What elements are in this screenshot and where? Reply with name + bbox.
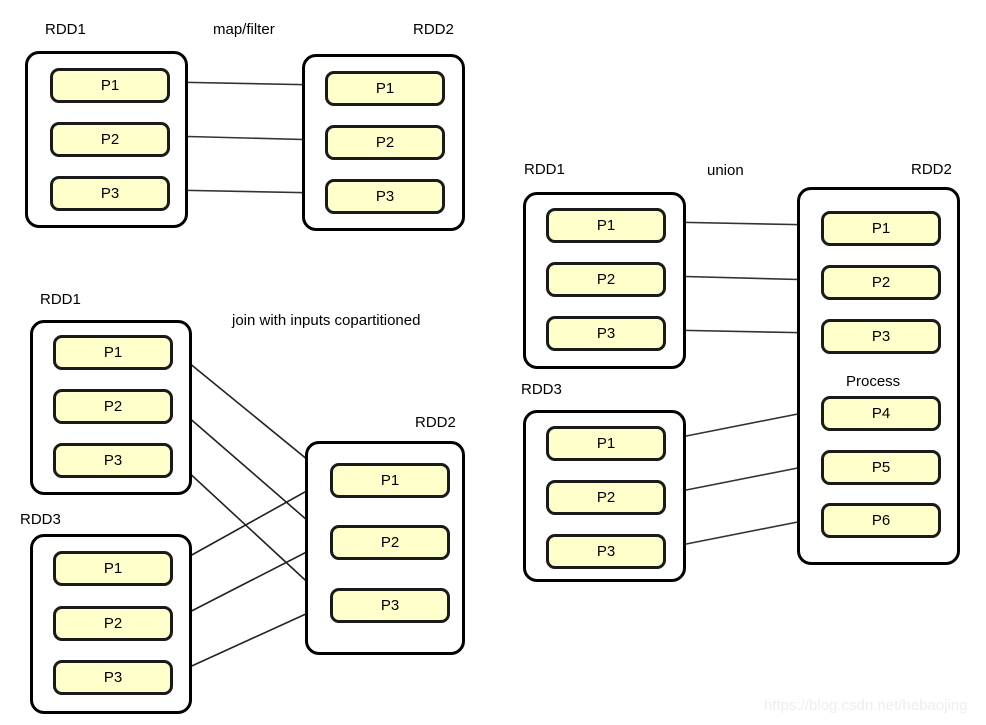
- partition-box[interactable]: P2: [53, 389, 173, 424]
- mapfilter-source-label: RDD1: [45, 21, 86, 38]
- partition-box[interactable]: P1: [50, 68, 170, 103]
- partition-box[interactable]: P1: [330, 463, 450, 498]
- union-target-container[interactable]: P1 P2 P3 Process P4 P5 P6: [797, 187, 960, 565]
- partition-box[interactable]: P2: [330, 525, 450, 560]
- mapfilter-operation-label: map/filter: [213, 21, 275, 38]
- join-operation-label: join with inputs copartitioned: [232, 312, 421, 329]
- union-target-label: RDD2: [911, 161, 952, 178]
- partition-box[interactable]: P3: [546, 534, 666, 569]
- wire-union-rdd1-p2: [665, 275, 819, 281]
- mapfilter-target-container[interactable]: P1 P2 P3: [302, 54, 465, 231]
- partition-box[interactable]: P2: [546, 262, 666, 297]
- partition-box[interactable]: P2: [546, 480, 666, 515]
- mapfilter-target-label: RDD2: [413, 21, 454, 38]
- partition-box[interactable]: P2: [821, 265, 941, 300]
- union-process-label: Process: [846, 373, 901, 390]
- wire-union-rdd1-p1: [665, 221, 819, 226]
- join-target-label: RDD2: [415, 414, 456, 431]
- wire-union-rdd3-p2: [665, 463, 819, 495]
- partition-box[interactable]: P3: [821, 319, 941, 354]
- partition-box[interactable]: P3: [546, 316, 666, 351]
- wire-union-rdd3-p3: [665, 517, 819, 549]
- partition-box[interactable]: P3: [50, 176, 170, 211]
- wire-union-rdd3-p1: [665, 409, 819, 441]
- join-target-container[interactable]: P1 P2 P3: [305, 441, 465, 655]
- partition-box[interactable]: P6: [821, 503, 941, 538]
- join-source2-container[interactable]: P1 P2 P3: [30, 534, 192, 714]
- partition-box[interactable]: P1: [325, 71, 445, 106]
- union-source1-label: RDD1: [524, 161, 565, 178]
- join-source1-container[interactable]: P1 P2 P3: [30, 320, 192, 495]
- wire-mapfilter-p3: [167, 189, 323, 194]
- union-source1-container[interactable]: P1 P2 P3: [523, 192, 686, 369]
- wire-union-rdd1-p3: [665, 329, 819, 334]
- partition-box[interactable]: P2: [53, 606, 173, 641]
- partition-box[interactable]: P3: [330, 588, 450, 623]
- partition-box[interactable]: P3: [53, 660, 173, 695]
- partition-box[interactable]: P1: [546, 208, 666, 243]
- union-source2-container[interactable]: P1 P2 P3: [523, 410, 686, 582]
- join-source2-label: RDD3: [20, 511, 61, 528]
- partition-box[interactable]: P3: [53, 443, 173, 478]
- partition-box[interactable]: P5: [821, 450, 941, 485]
- partition-box[interactable]: P4: [821, 396, 941, 431]
- union-operation-label: union: [707, 162, 744, 179]
- partition-box[interactable]: P2: [325, 125, 445, 160]
- partition-box[interactable]: P3: [325, 179, 445, 214]
- partition-box[interactable]: P1: [53, 335, 173, 370]
- wire-mapfilter-p1: [167, 81, 323, 86]
- union-source2-label: RDD3: [521, 381, 562, 398]
- mapfilter-source-container[interactable]: P1 P2 P3: [25, 51, 188, 228]
- partition-box[interactable]: P2: [50, 122, 170, 157]
- partition-box[interactable]: P1: [546, 426, 666, 461]
- partition-box[interactable]: P1: [821, 211, 941, 246]
- watermark-text: https://blog.csdn.net/hebaojing: [764, 697, 968, 714]
- join-source1-label: RDD1: [40, 291, 81, 308]
- wire-mapfilter-p2: [167, 135, 323, 141]
- partition-box[interactable]: P1: [53, 551, 173, 586]
